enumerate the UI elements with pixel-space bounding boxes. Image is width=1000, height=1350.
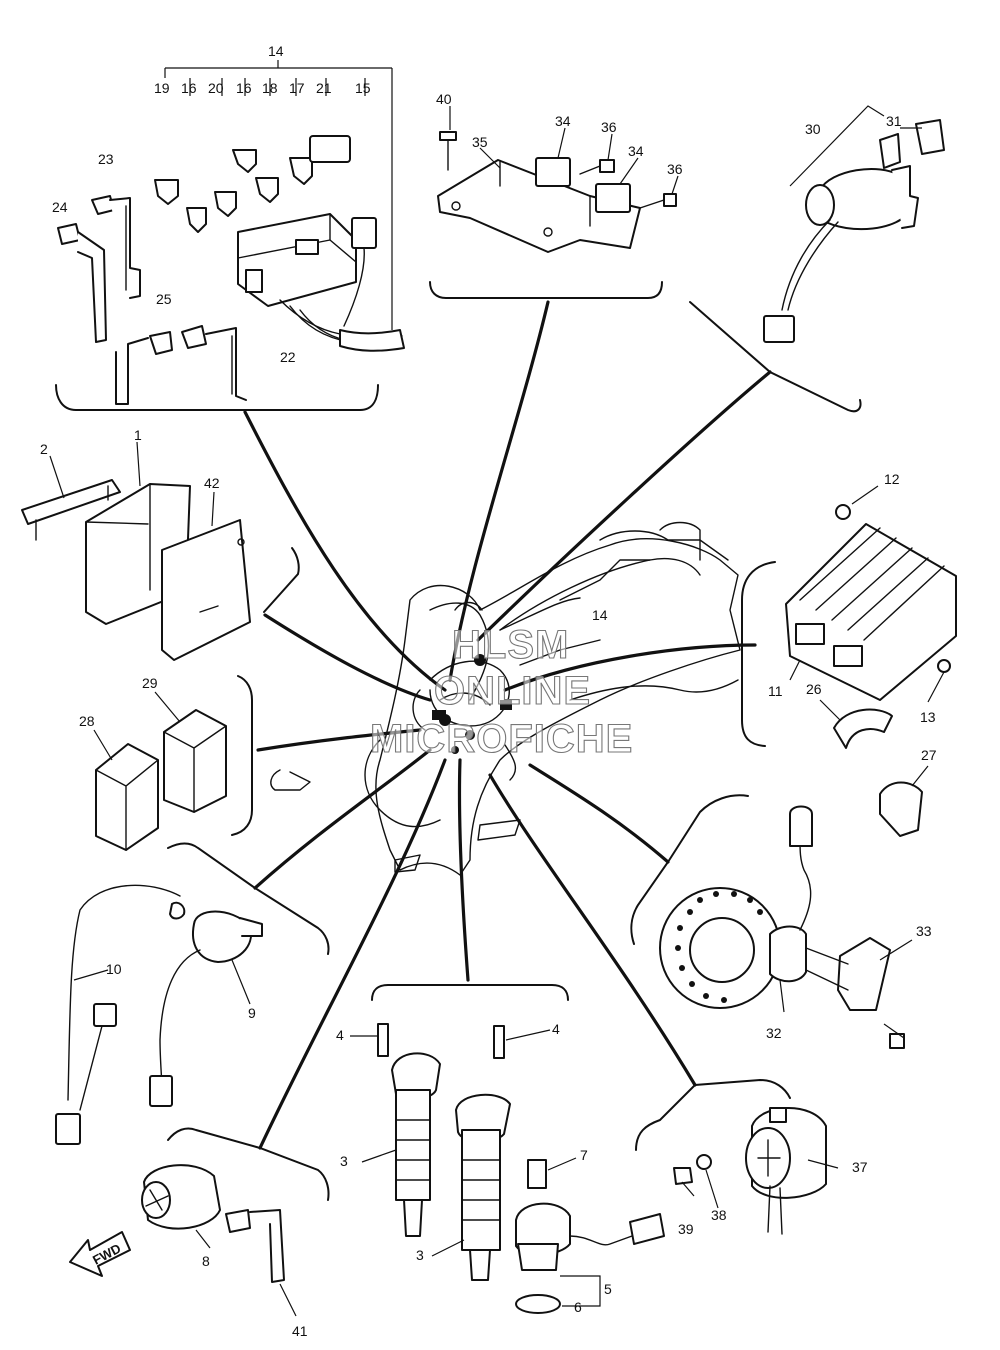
callout-34: 34 bbox=[555, 113, 571, 129]
fwd-label: FWD bbox=[90, 1241, 123, 1268]
callout-41: 41 bbox=[292, 1323, 308, 1339]
rectifier-regulator-assembly bbox=[785, 485, 957, 837]
callout-19: 19 bbox=[154, 80, 170, 96]
callout-1: 1 bbox=[134, 427, 142, 443]
callout-14: 14 bbox=[592, 607, 608, 623]
callout-23: 23 bbox=[98, 151, 114, 167]
callout-40: 40 bbox=[436, 91, 452, 107]
callout-16: 16 bbox=[236, 80, 252, 96]
callout-35: 35 bbox=[472, 134, 488, 150]
callout-17: 17 bbox=[289, 80, 305, 96]
callout-22: 22 bbox=[280, 349, 296, 365]
callout-24: 24 bbox=[52, 199, 68, 215]
callout-5: 5 bbox=[604, 1281, 612, 1297]
fuse-box-assembly bbox=[57, 60, 405, 405]
callout-16: 16 bbox=[181, 80, 197, 96]
callout-3: 3 bbox=[416, 1247, 424, 1263]
callout-7: 7 bbox=[580, 1147, 588, 1163]
watermark-line-2: ONLINE bbox=[434, 669, 591, 713]
callout-39: 39 bbox=[678, 1221, 694, 1237]
callout-37: 37 bbox=[852, 1159, 868, 1175]
callout-13: 13 bbox=[920, 709, 936, 725]
main-switch-assembly bbox=[763, 105, 945, 343]
group-brackets bbox=[55, 281, 862, 1201]
callout-21: 21 bbox=[316, 80, 332, 96]
callout-2: 2 bbox=[40, 441, 48, 457]
forward-direction-arrow: FWD bbox=[69, 1231, 131, 1277]
callout-34: 34 bbox=[628, 143, 644, 159]
relay-pair bbox=[93, 691, 227, 851]
cam-sensor-assembly bbox=[515, 1157, 665, 1314]
watermark-line-1: HLSM bbox=[452, 623, 569, 667]
callout-36: 36 bbox=[601, 119, 617, 135]
callout-3: 3 bbox=[340, 1153, 348, 1169]
callout-14: 14 bbox=[268, 43, 284, 59]
callout-9: 9 bbox=[248, 1005, 256, 1021]
callout-28: 28 bbox=[79, 713, 95, 729]
frame-and-wire-harness bbox=[270, 521, 741, 876]
callout-42: 42 bbox=[204, 475, 220, 491]
horn-assembly bbox=[673, 1107, 839, 1235]
callout-30: 30 bbox=[805, 121, 821, 137]
relay-bracket-assembly bbox=[437, 106, 679, 253]
watermark-line-3: MICROFICHE bbox=[370, 717, 633, 761]
callout-25: 25 bbox=[156, 291, 172, 307]
callout-31: 31 bbox=[886, 113, 902, 129]
callout-8: 8 bbox=[202, 1253, 210, 1269]
callout-36: 36 bbox=[667, 161, 683, 177]
pickup-coil-assembly bbox=[659, 805, 913, 1049]
callout-4: 4 bbox=[336, 1027, 344, 1043]
sensor-and-lead-assembly bbox=[55, 884, 263, 1145]
callout-15: 15 bbox=[355, 80, 371, 96]
switch-and-clamp-assembly bbox=[141, 1164, 297, 1317]
callout-labels: 14 19 16 20 16 18 17 21 15 23 24 25 22 4… bbox=[40, 43, 937, 1339]
callout-4: 4 bbox=[552, 1021, 560, 1037]
callout-27: 27 bbox=[921, 747, 937, 763]
callout-10: 10 bbox=[106, 961, 122, 977]
callout-20: 20 bbox=[208, 80, 224, 96]
leader-spokes bbox=[243, 300, 772, 1150]
watermark: HLSM ONLINE MICROFICHE bbox=[369, 622, 633, 761]
callout-38: 38 bbox=[711, 1207, 727, 1223]
callout-18: 18 bbox=[262, 80, 278, 96]
callout-26: 26 bbox=[806, 681, 822, 697]
callout-33: 33 bbox=[916, 923, 932, 939]
callout-12: 12 bbox=[884, 471, 900, 487]
callout-29: 29 bbox=[142, 675, 158, 691]
ignition-coil-assembly bbox=[350, 1023, 551, 1281]
callout-11: 11 bbox=[768, 683, 783, 699]
callout-32: 32 bbox=[766, 1025, 782, 1041]
callout-6: 6 bbox=[574, 1299, 582, 1315]
ecu-assembly bbox=[21, 441, 251, 661]
